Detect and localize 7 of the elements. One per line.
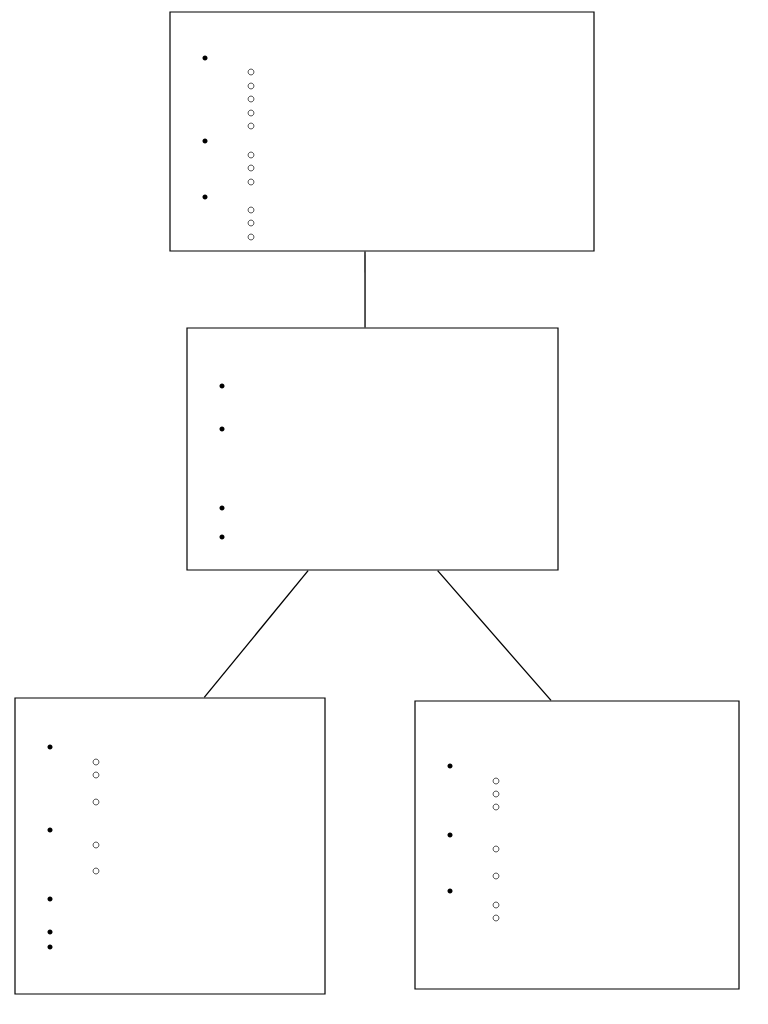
connector-line: [364, 250, 366, 329]
box: [414, 700, 740, 990]
box: [186, 327, 559, 571]
connector-line: [203, 569, 309, 699]
box: [169, 11, 595, 252]
box: [14, 697, 326, 995]
connector-line: [436, 569, 552, 702]
